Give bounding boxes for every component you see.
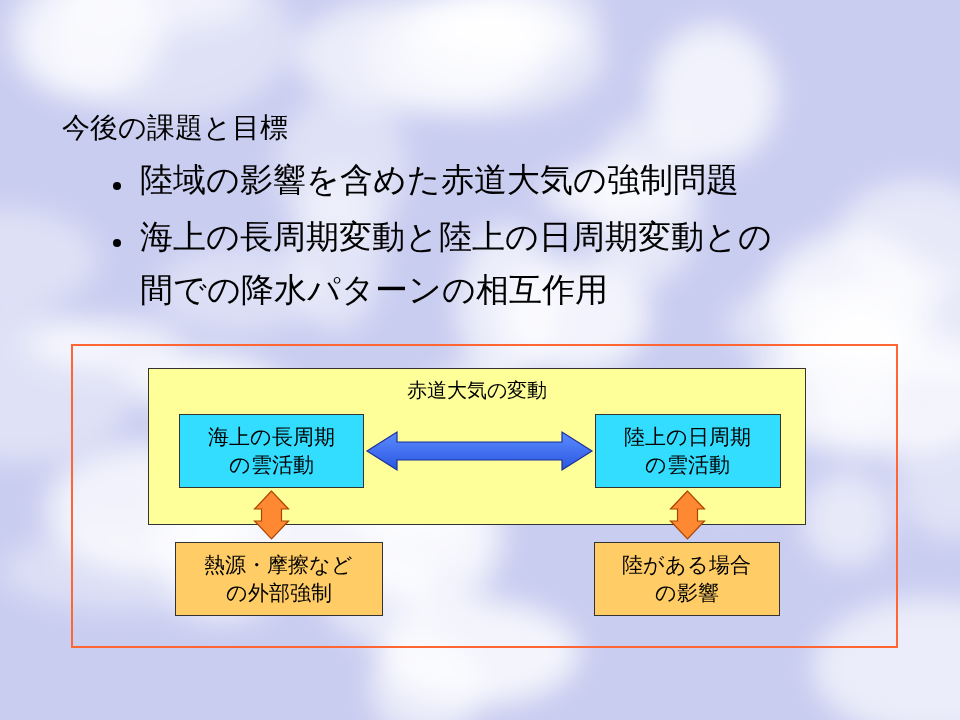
bullet-dot	[113, 182, 121, 190]
cloud-patch	[802, 473, 891, 567]
box-text: 陸がある場合 の影響	[621, 551, 753, 608]
factor-box: 陸がある場合 の影響	[594, 542, 780, 616]
group-heading: 赤道大気の変動	[407, 377, 547, 404]
group-frame	[72, 345, 897, 647]
factor-box: 熱源・摩擦など の外部強制	[175, 542, 383, 616]
cloud-patch	[419, 0, 569, 61]
cloud-patch	[812, 597, 960, 720]
cloud-patch	[0, 208, 99, 311]
block-arrow	[255, 491, 289, 539]
box-text: 熱源・摩擦など の外部強制	[202, 551, 355, 608]
process-box: 陸上の日周期 の雲活動	[595, 414, 781, 488]
process-box: 海上の長周期 の雲活動	[179, 414, 364, 488]
block-arrow	[367, 432, 592, 470]
block-arrow	[671, 491, 705, 539]
box-text: 海上の長周期 の雲活動	[205, 423, 337, 480]
box-text: 陸上の日周期 の雲活動	[622, 423, 754, 480]
bullet-dot	[113, 239, 121, 247]
bullet-text: 海上の長周期変動と陸上の日周期変動との 間での降水パターンの相互作用	[140, 211, 787, 317]
slide-title: 今後の課題と目標	[62, 110, 288, 146]
bullet-text: 陸域の影響を含めた赤道大気の強制問題	[140, 154, 787, 207]
cloud-patch	[897, 409, 960, 540]
group-box: 赤道大気の変動海上の長周期 の雲活動 陸上の日周期 の雲活動	[148, 368, 806, 525]
cloud-patch	[649, 24, 778, 166]
cloud-patch	[811, 374, 906, 444]
cloud-patch	[23, 6, 137, 92]
